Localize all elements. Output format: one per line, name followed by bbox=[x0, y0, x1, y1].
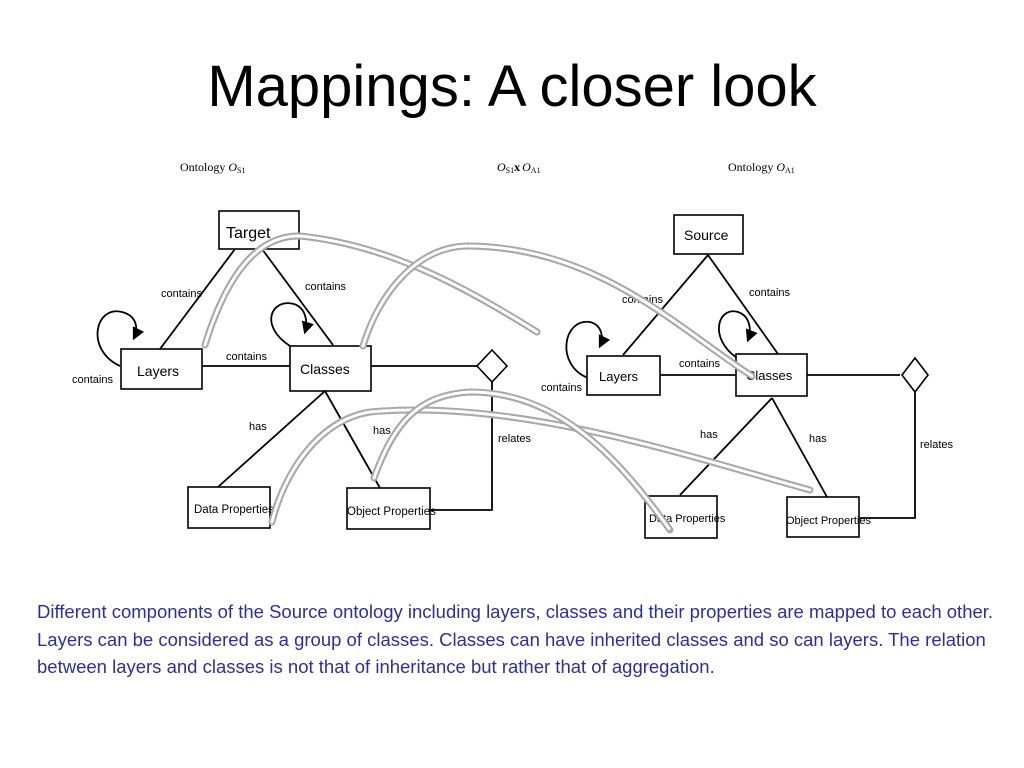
edge-label-layers-self-right: contains bbox=[541, 382, 582, 394]
classes-self-loop bbox=[270, 302, 314, 347]
edge-target-classes bbox=[261, 248, 334, 346]
edge-label-relates-left: relates bbox=[498, 433, 532, 445]
right-graph: Source Layers Classes Data Properties Ob… bbox=[541, 214, 954, 539]
edge-label-classes-data: has bbox=[249, 421, 267, 433]
classes-node-left-label: Classes bbox=[300, 361, 350, 377]
object-properties-node-left-label: Object Properties bbox=[347, 506, 436, 518]
edge-label-layers-self: contains bbox=[72, 374, 113, 386]
mapping-classes-to-classes bbox=[359, 242, 756, 380]
edge-label-target-classes: contains bbox=[305, 281, 346, 293]
layers-node-right-label: Layers bbox=[599, 369, 639, 384]
classes-self-loop-right bbox=[718, 310, 758, 359]
source-node bbox=[673, 214, 744, 255]
target-node bbox=[218, 210, 300, 250]
layers-self-loop-right bbox=[565, 321, 611, 379]
layers-node-left bbox=[120, 348, 203, 390]
ontology-label-right: Ontology OA1 bbox=[728, 160, 795, 175]
edge-relates-right bbox=[860, 392, 916, 519]
left-graph: Target Layers Classes Data Properties Ob… bbox=[72, 210, 532, 530]
relation-diamond-right bbox=[900, 356, 930, 394]
edge-label-classes-data-right: has bbox=[700, 429, 718, 441]
edge-label-layers-classes: contains bbox=[226, 351, 267, 363]
relation-diamond-left bbox=[475, 348, 509, 384]
slide-title: Mappings: A closer look bbox=[207, 54, 817, 119]
object-properties-node-left bbox=[346, 487, 431, 530]
edge-source-classes bbox=[707, 254, 779, 355]
edge-relates bbox=[430, 382, 493, 511]
mapping-data-to-object bbox=[268, 406, 814, 526]
ontology-label-left: Ontology OS1 bbox=[180, 160, 245, 175]
classes-node-left bbox=[289, 345, 372, 392]
edge-label-target-layers: contains bbox=[161, 288, 202, 300]
layers-node-right bbox=[586, 355, 661, 396]
edge-classes-data bbox=[217, 390, 326, 488]
layers-self-loop bbox=[96, 310, 145, 367]
object-properties-node-right bbox=[786, 496, 860, 538]
classes-node-right-label: Classes bbox=[746, 368, 793, 383]
edge-classes-data-right bbox=[679, 397, 773, 496]
mapping-target-to-classes bbox=[201, 232, 541, 349]
caption-text: Different components of the Source ontol… bbox=[37, 601, 994, 677]
edge-classes-object-right bbox=[771, 397, 828, 498]
data-properties-node-left bbox=[187, 486, 271, 529]
source-node-label: Source bbox=[684, 227, 729, 243]
edge-classes-object bbox=[324, 390, 381, 489]
edge-source-layers bbox=[622, 254, 709, 356]
edge-target-layers bbox=[159, 248, 236, 350]
layers-node-left-label: Layers bbox=[137, 363, 179, 379]
data-properties-node-left-label: Data Properties bbox=[194, 504, 274, 516]
mapping-lines bbox=[201, 232, 814, 534]
object-properties-node-right-label: Object Properties bbox=[786, 515, 871, 527]
edge-label-relates-right: relates bbox=[920, 439, 954, 451]
edge-label-source-classes: contains bbox=[749, 287, 790, 299]
target-node-label: Target bbox=[226, 225, 271, 242]
edge-label-classes-object: has bbox=[373, 425, 391, 437]
edge-label-classes-object-right: has bbox=[809, 433, 827, 445]
edge-label-layers-classes-right: contains bbox=[679, 358, 720, 370]
mapping-object-to-data bbox=[370, 388, 674, 534]
